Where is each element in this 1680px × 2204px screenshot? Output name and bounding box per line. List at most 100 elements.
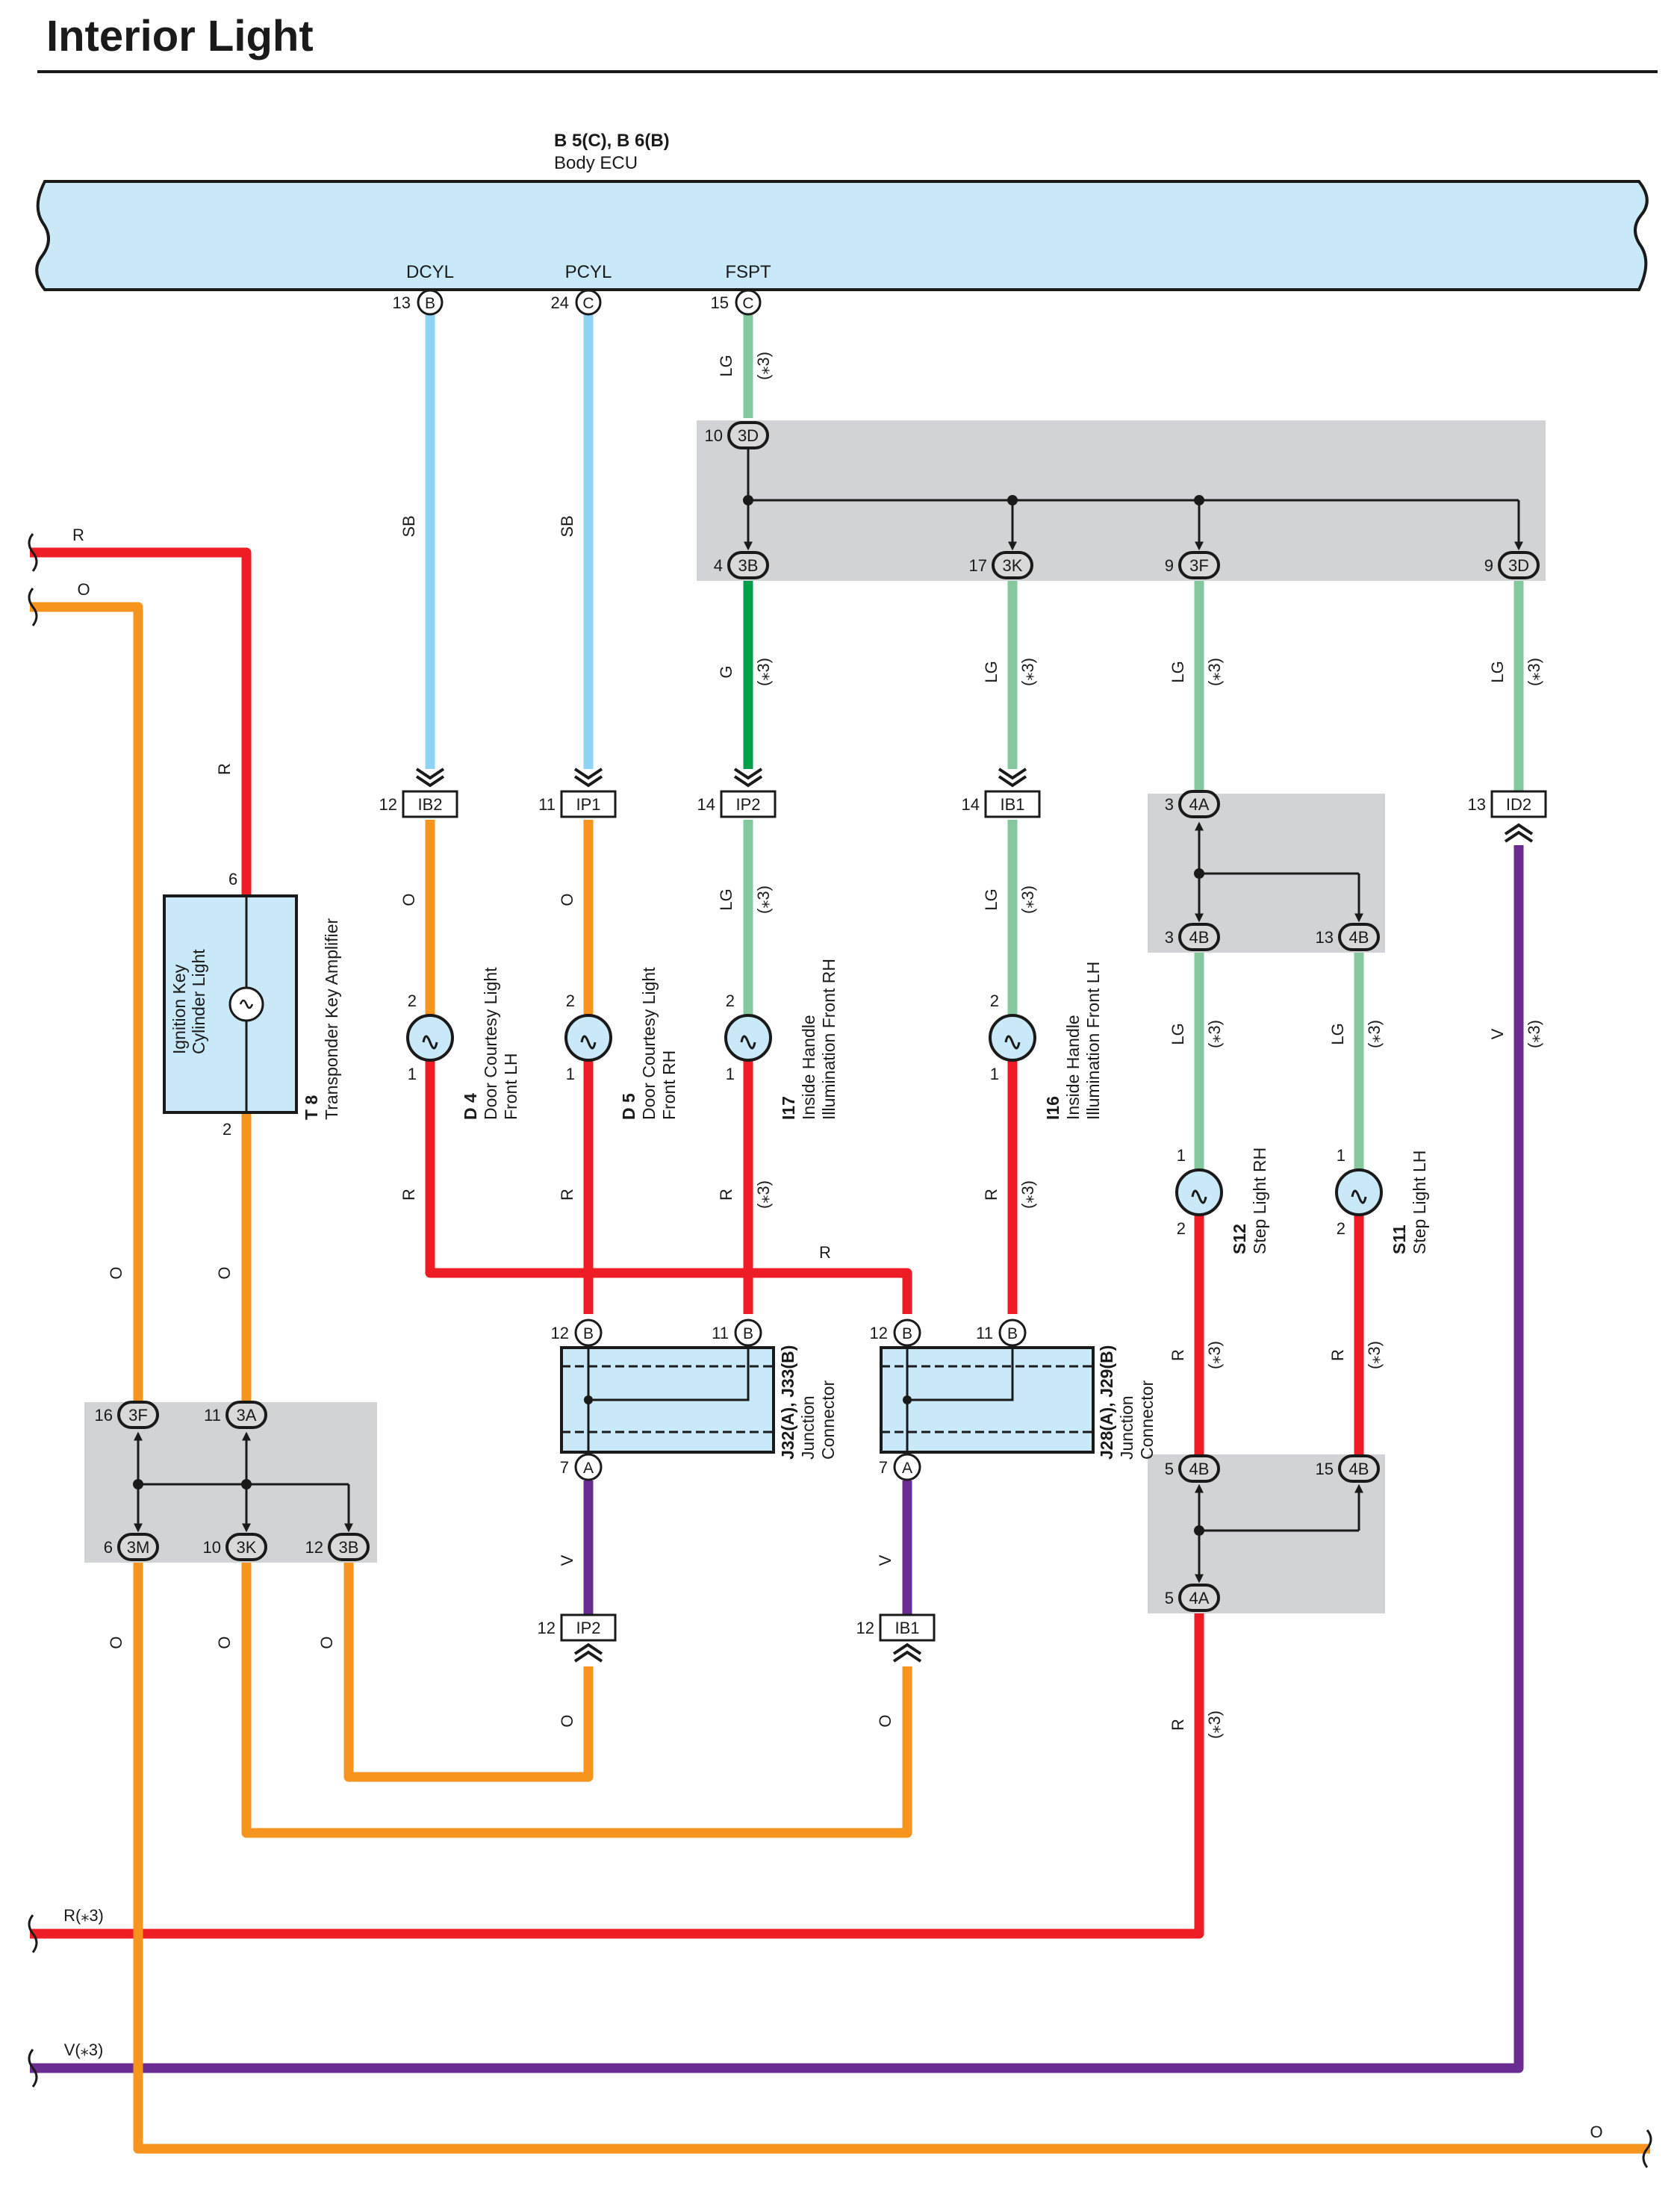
bulb-pin-bottom: 1 bbox=[408, 1065, 417, 1083]
connector-pin-number: 12 bbox=[551, 1324, 569, 1342]
bulb-icon-d4: 21 bbox=[406, 992, 454, 1083]
s12-line1: Step Light RH bbox=[1250, 1148, 1269, 1254]
connector-code: 3F bbox=[1189, 556, 1209, 575]
wl-o-3k: O bbox=[215, 1636, 234, 1649]
chevron-arrow-icon bbox=[573, 768, 603, 788]
jl-line2: Connector bbox=[818, 1380, 838, 1460]
bulb-pin-bottom: 1 bbox=[566, 1065, 575, 1083]
connector-pin-number: 9 bbox=[1484, 556, 1493, 575]
bulb-pin-bottom: 2 bbox=[1177, 1219, 1186, 1238]
jl-code: J32(A), J33(B) bbox=[778, 1345, 797, 1460]
d5-line1: Door Courtesy Light bbox=[639, 967, 659, 1120]
ecu-pin-letter-pcyl: C bbox=[582, 295, 594, 312]
connector-pin-number: 9 bbox=[1165, 556, 1174, 575]
wl-o1: O bbox=[399, 893, 418, 906]
ecu-pins: DCYL PCYL FSPT B C C 13 24 15 bbox=[393, 262, 771, 316]
connector-jl_a7: A7 bbox=[560, 1453, 603, 1481]
connector-code: B bbox=[583, 1325, 594, 1342]
connector-code: B bbox=[902, 1325, 912, 1342]
wl-v-right: V bbox=[1488, 1028, 1507, 1039]
chevron-arrow-icon bbox=[733, 768, 763, 788]
connector-code: IB1 bbox=[1000, 795, 1024, 814]
wl-edge-v3: V(⁎3) bbox=[64, 2040, 104, 2059]
junction-dots bbox=[133, 495, 1204, 1536]
wl-star7: (⁎3) bbox=[1205, 1020, 1224, 1048]
ecu-pin-num-dcyl: 13 bbox=[393, 293, 411, 312]
i17-line2: Illumination Front RH bbox=[819, 959, 839, 1120]
wl-sb1: SB bbox=[399, 515, 418, 537]
page-title: Interior Light bbox=[46, 12, 314, 60]
connector-pin-number: 12 bbox=[305, 1538, 323, 1557]
ecu-pin-letter-fspt: C bbox=[742, 295, 753, 312]
t8-name: Transponder Key Amplifier bbox=[322, 918, 341, 1120]
bulb-pin-bottom: 1 bbox=[726, 1065, 735, 1083]
connector-code: 3F bbox=[128, 1406, 148, 1425]
wl-lg7: LG bbox=[1169, 1023, 1187, 1045]
connector-c3d_r: 3D9 bbox=[1484, 551, 1540, 579]
bulb-pin-top: 1 bbox=[1177, 1146, 1186, 1165]
wl-star-v: (⁎3) bbox=[1525, 1020, 1543, 1048]
connector-pin-number: 10 bbox=[705, 426, 723, 445]
connector-pin-number: 11 bbox=[976, 1324, 993, 1342]
wl-star-i17: (⁎3) bbox=[754, 1180, 773, 1209]
chevron-arrow-icon bbox=[573, 1643, 603, 1663]
bulb-icon-s12: 12 bbox=[1175, 1146, 1223, 1238]
bulb-pin-top: 1 bbox=[1337, 1146, 1345, 1165]
s12-code: S12 bbox=[1230, 1224, 1249, 1254]
connector-c4b_5: 4B5 bbox=[1165, 1454, 1220, 1483]
wl-lg8: LG bbox=[1328, 1023, 1347, 1045]
ecu-signal-pcyl: PCYL bbox=[565, 262, 612, 282]
wire-o-edge bbox=[30, 602, 143, 1402]
chevron-arrow-icon bbox=[892, 1643, 922, 1663]
connector-code: 4A bbox=[1189, 1589, 1210, 1607]
connector-pin-number: 12 bbox=[856, 1619, 874, 1637]
connector-jr_b11: B11 bbox=[976, 1319, 1027, 1347]
ecu-pin-num-pcyl: 24 bbox=[551, 293, 569, 312]
i16-code: I16 bbox=[1043, 1096, 1063, 1120]
connector-code: B bbox=[743, 1325, 753, 1342]
connector-cid2: ID2 13 bbox=[1468, 790, 1547, 818]
wl-r-i16: R bbox=[982, 1189, 1001, 1201]
bulb-pin-bottom: 1 bbox=[990, 1065, 999, 1083]
connector-pin-number: 10 bbox=[203, 1538, 221, 1557]
connector-pin-number: 13 bbox=[1468, 795, 1486, 814]
connector-jl_b11: B 11 bbox=[712, 1319, 762, 1347]
wl-edge-r3: R(⁎3) bbox=[63, 1906, 104, 1925]
connector-code: IB1 bbox=[895, 1619, 919, 1637]
junction-connector-left bbox=[560, 1330, 775, 1454]
wl-star3: (⁎3) bbox=[1205, 658, 1224, 686]
connector-code: ID2 bbox=[1506, 795, 1531, 814]
ecu-pin-num-fspt: 15 bbox=[711, 293, 729, 312]
connector-pin-number: 11 bbox=[712, 1324, 729, 1342]
ecu-signal-dcyl: DCYL bbox=[406, 262, 454, 282]
connector-pin-number: 14 bbox=[697, 795, 715, 814]
chevron-arrow-icon bbox=[415, 768, 445, 788]
bulb-icon-s11: 12 bbox=[1335, 1146, 1383, 1238]
connector-c3f: 3F 9 bbox=[1165, 551, 1220, 579]
wl-o-3b: O bbox=[317, 1636, 336, 1649]
connector-code: 3K bbox=[1003, 556, 1023, 575]
wires bbox=[30, 302, 1650, 2154]
t8-inner1: Ignition Key bbox=[169, 964, 189, 1054]
bulb-pin-top: 2 bbox=[990, 992, 999, 1010]
jr-line2: Connector bbox=[1137, 1380, 1157, 1460]
bulb-pin-top: 2 bbox=[726, 992, 735, 1010]
connector-code: IP2 bbox=[576, 1619, 600, 1637]
bulb-icon-i17: 21 bbox=[724, 992, 772, 1083]
wl-star4: (⁎3) bbox=[1525, 658, 1543, 686]
connector-pin-number: 12 bbox=[538, 1619, 556, 1637]
t8-code: T 8 bbox=[302, 1095, 321, 1120]
i17-line1: Inside Handle bbox=[799, 1015, 818, 1120]
connector-pin-number: 3 bbox=[1165, 795, 1174, 814]
wl-star8: (⁎3) bbox=[1365, 1020, 1384, 1048]
wl-o-lft: O bbox=[107, 1266, 125, 1279]
connector-code: A bbox=[902, 1460, 912, 1477]
